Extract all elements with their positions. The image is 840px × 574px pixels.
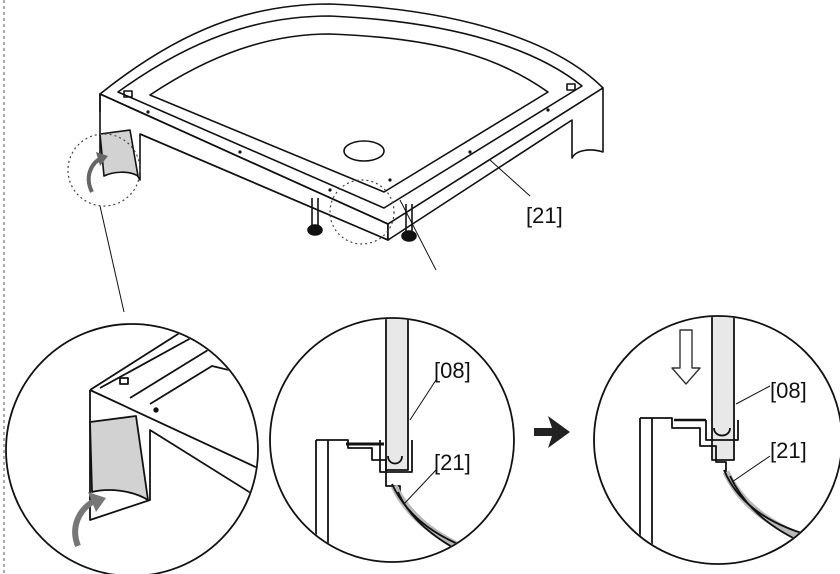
protective-film — [99, 129, 139, 177]
step-arrow-icon — [534, 416, 570, 448]
drain-hole — [343, 140, 385, 162]
profile-label-right: [08] — [770, 378, 807, 403]
down-arrow-icon — [671, 329, 701, 385]
panel-label-right: [21] — [770, 438, 807, 463]
detail-marker-center — [329, 179, 395, 245]
detail-marker-left — [67, 133, 141, 207]
detail-profile-insert: [08] [21] — [269, 317, 515, 563]
detail-corner-film — [5, 323, 259, 574]
leader-base-panel — [489, 159, 531, 197]
panel-label-mid: [21] — [434, 450, 471, 475]
adjustable-legs — [307, 198, 417, 242]
base-panel-label: [21] — [526, 203, 563, 228]
leader-left — [99, 205, 125, 313]
shower-tray — [86, 3, 604, 242]
leader-center — [399, 199, 437, 271]
detail-profile-final: [08] [21] — [593, 315, 840, 565]
profile-label-mid: [08] — [434, 358, 471, 383]
protective-film — [89, 415, 149, 501]
